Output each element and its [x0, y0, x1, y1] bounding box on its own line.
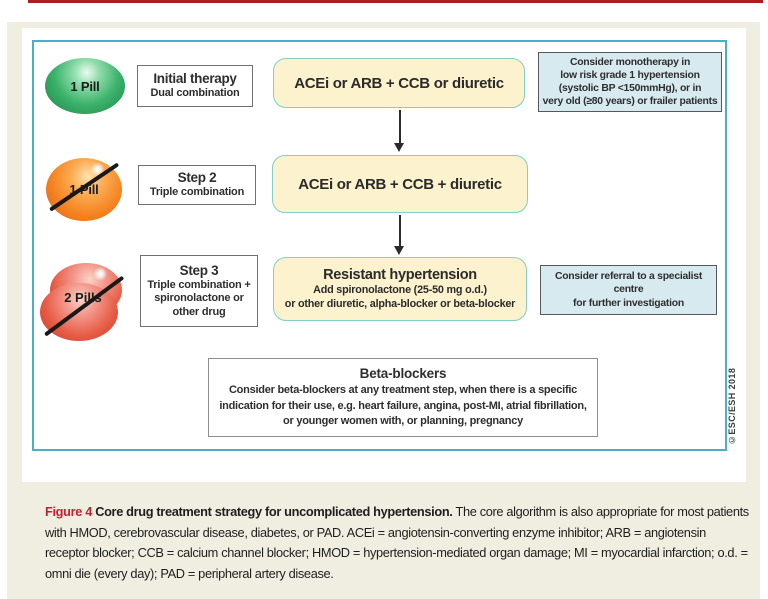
- page-top-rule: [28, 0, 763, 3]
- pills-icon-red-struck: 2 Pills: [38, 261, 128, 347]
- step-subtitle: Dual combination: [150, 87, 240, 100]
- step-box-step3: Step 3 Triple combination + spironolacto…: [140, 255, 258, 327]
- figure-panel: 1 Pill Initial therapy Dual combination …: [22, 28, 746, 482]
- therapy-box-dual-combination: ACEi or ARB + CCB or diuretic: [273, 58, 525, 108]
- figure-caption-body: The core algorithm is also appropriate f…: [45, 504, 749, 581]
- step-box-step2: Step 2 Triple combination: [138, 165, 256, 205]
- therapy-line: Add spironolactone (25-50 mg o.d.): [313, 284, 487, 296]
- step-box-initial-therapy: Initial therapy Dual combination: [137, 65, 253, 107]
- down-arrow-line: [399, 215, 401, 247]
- step-line: spironolactone or: [154, 292, 244, 305]
- down-arrow-head-icon: [394, 143, 404, 152]
- therapy-box-resistant-hypertension: Resistant hypertension Add spironolacton…: [273, 257, 527, 321]
- flowchart-frame: 1 Pill Initial therapy Dual combination …: [32, 40, 727, 451]
- beta-blockers-box: Beta-blockers Consider beta-blockers at …: [208, 358, 598, 437]
- figure-caption: Figure 4 Core drug treatment strategy fo…: [45, 502, 751, 584]
- pill-icon-green: 1 Pill: [45, 58, 125, 114]
- side-note-specialist-referral: Consider referral to a specialist centre…: [540, 265, 717, 315]
- step-line: other drug: [172, 305, 226, 318]
- down-arrow-head-icon: [394, 246, 404, 255]
- down-arrow-line: [399, 110, 401, 144]
- beta-blockers-title: Beta-blockers: [359, 366, 447, 382]
- therapy-text: ACEi or ARB + CCB + diuretic: [298, 175, 502, 193]
- beta-blockers-line: Consider beta-blockers at any treatment …: [228, 384, 578, 397]
- beta-blockers-line: indication for their use, e.g. heart fai…: [219, 399, 587, 412]
- figure-title: Core drug treatment strategy for uncompl…: [95, 504, 453, 519]
- note-line: for further investigation: [573, 297, 684, 309]
- side-note-monotherapy: Consider monotherapy in low risk grade 1…: [538, 52, 722, 112]
- step-subtitle: Triple combination: [149, 186, 245, 199]
- step-title: Initial therapy: [153, 71, 237, 87]
- copyright-vertical-label: ©ESC/ESH 2018: [727, 367, 737, 445]
- note-line: Consider monotherapy in: [569, 56, 691, 68]
- therapy-title: Resistant hypertension: [323, 267, 477, 283]
- note-line: (systolic BP <150mmHg), or in: [558, 83, 702, 94]
- note-line: low risk grade 1 hypertension: [560, 69, 700, 81]
- beta-blockers-line: or younger women with, or planning, preg…: [283, 415, 523, 428]
- therapy-box-triple-combination: ACEi or ARB + CCB + diuretic: [272, 155, 528, 213]
- step-title: Step 2: [177, 170, 217, 186]
- step-line: Triple combination +: [147, 278, 251, 291]
- therapy-text: ACEi or ARB + CCB or diuretic: [294, 74, 504, 92]
- pill-label: 1 Pill: [70, 78, 100, 94]
- note-line: very old (≥80 years) or frailer patients: [542, 96, 718, 108]
- step-title: Step 3: [179, 262, 219, 278]
- therapy-line: or other diuretic, alpha-blocker or beta…: [284, 297, 516, 310]
- figure-number-label: Figure 4: [45, 504, 92, 519]
- pill-icon-red-front: [40, 283, 118, 341]
- note-line: Consider referral to a specialist centre: [554, 271, 703, 296]
